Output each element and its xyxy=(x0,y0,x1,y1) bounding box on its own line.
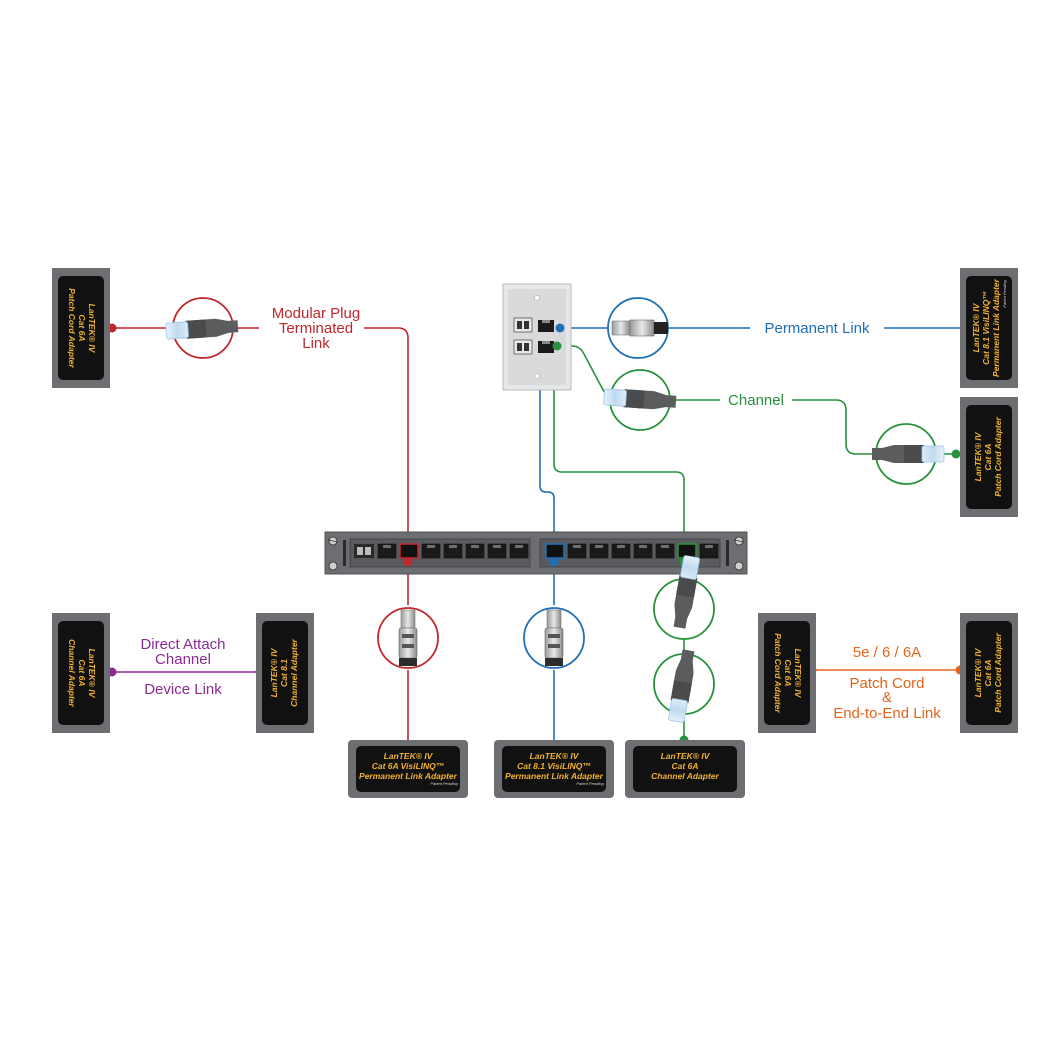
red-plug-circle-bottom xyxy=(377,607,439,669)
svg-text:LanTEK® IV: LanTEK® IV xyxy=(973,431,983,481)
adapter-right-top: LanTEK® IV Cat 8.1 VisiLINQ™ Permanent L… xyxy=(960,268,1018,388)
permanent-link-label: Permanent Link xyxy=(764,320,870,337)
direct-attach-label: Direct Attach Channel xyxy=(140,636,225,668)
patch-panel xyxy=(324,531,748,575)
wall-outlet xyxy=(502,283,572,391)
svg-text:LanTEK® IV: LanTEK® IV xyxy=(530,751,580,761)
svg-text:Permanent Link Adapter: Permanent Link Adapter xyxy=(991,278,1001,377)
svg-text:Cat 6A: Cat 6A xyxy=(783,660,793,687)
green-plug-circle-channel-left xyxy=(603,369,677,431)
svg-text:LanTEK® IV: LanTEK® IV xyxy=(973,647,983,697)
svg-text:LanTEK® IV: LanTEK® IV xyxy=(87,649,97,699)
modular-plug-label: Modular Plug Terminated Link xyxy=(272,305,360,352)
svg-text:Patent Pending: Patent Pending xyxy=(576,781,604,786)
adapter-bottom-2: LanTEK® IV Cat 8.1 VisiLINQ™ Permanent L… xyxy=(494,740,614,798)
svg-text:Patch Cord Adapter: Patch Cord Adapter xyxy=(773,633,783,713)
svg-text:Cat 6A: Cat 6A xyxy=(983,660,993,687)
blue-plug-circle-top xyxy=(607,297,669,359)
svg-text:Permanent Link Adapter: Permanent Link Adapter xyxy=(359,771,458,781)
adapter-bottom-3: LanTEK® IV Cat 6A Channel Adapter xyxy=(625,740,745,798)
adapter-bottom-1: LanTEK® IV Cat 6A VisiLINQ™ Permanent Li… xyxy=(348,740,468,798)
adapter-left-bottom-a: LanTEK® IV Cat 6A Channel Adapter xyxy=(52,613,110,733)
blue-plug-circle-bottom xyxy=(523,607,585,669)
green-outlet-dot xyxy=(552,341,562,351)
svg-text:Patch Cord Adapter: Patch Cord Adapter xyxy=(993,417,1003,497)
green-plug-circle-channel-right xyxy=(871,423,945,485)
svg-text:LanTEK® IV: LanTEK® IV xyxy=(661,751,711,761)
svg-text:Channel Adapter: Channel Adapter xyxy=(289,638,299,706)
green-plug-circle-bottom-upper xyxy=(653,554,715,640)
svg-text:Cat 6A: Cat 6A xyxy=(77,315,87,342)
svg-text:Cat 8.1 VisiLINQ™: Cat 8.1 VisiLINQ™ xyxy=(981,291,991,365)
svg-text:LanTEK® IV: LanTEK® IV xyxy=(971,302,981,352)
patch-cord-label: Patch Cord & End-to-End Link xyxy=(833,675,941,722)
svg-text:End-to-End Link: End-to-End Link xyxy=(833,705,941,722)
svg-text:Patch Cord Adapter: Patch Cord Adapter xyxy=(993,633,1003,713)
svg-text:Channel Adapter: Channel Adapter xyxy=(651,771,719,781)
svg-text:Channel: Channel xyxy=(155,651,211,668)
blue-outlet-dot xyxy=(555,323,565,333)
channel-label: Channel xyxy=(728,392,784,409)
adapter-right-mid: LanTEK® IV Cat 6A Patch Cord Adapter xyxy=(960,397,1018,517)
svg-text:Cat 6A: Cat 6A xyxy=(983,444,993,471)
svg-text:Patch Cord: Patch Cord xyxy=(849,675,924,692)
svg-text:Patent Pending: Patent Pending xyxy=(1002,280,1007,308)
svg-text:Patch Cord Adapter: Patch Cord Adapter xyxy=(67,288,77,368)
red-plug-circle xyxy=(165,297,239,359)
svg-text:LanTEK® IV: LanTEK® IV xyxy=(269,647,279,697)
svg-text:Permanent Link Adapter: Permanent Link Adapter xyxy=(505,771,604,781)
blue-panel-dot xyxy=(549,557,559,567)
adapter-left-top: LanTEK® IV Cat 6A Patch Cord Adapter xyxy=(52,268,110,388)
svg-text:Cat 6A: Cat 6A xyxy=(672,761,699,771)
svg-text:Terminated: Terminated xyxy=(279,320,353,337)
svg-text:Cat 8.1: Cat 8.1 xyxy=(279,659,289,687)
svg-text:Cat 6A: Cat 6A xyxy=(77,660,87,687)
svg-text:Channel Adapter: Channel Adapter xyxy=(67,639,77,707)
adapter-right-bottom-b: LanTEK® IV Cat 6A Patch Cord Adapter xyxy=(960,613,1018,733)
device-link-label: Device Link xyxy=(144,681,222,698)
svg-text:LanTEK® IV: LanTEK® IV xyxy=(87,304,97,354)
svg-text:LanTEK® IV: LanTEK® IV xyxy=(793,649,803,699)
svg-text:&: & xyxy=(882,689,892,706)
adapter-right-bottom-a: LanTEK® IV Cat 6A Patch Cord Adapter xyxy=(758,613,816,733)
patch-cord-categories-label: 5e / 6 / 6A xyxy=(853,644,921,661)
green-plug-circle-bottom-lower xyxy=(653,648,715,724)
svg-text:Modular Plug: Modular Plug xyxy=(272,305,360,322)
svg-text:Cat 8.1 VisiLINQ™: Cat 8.1 VisiLINQ™ xyxy=(517,761,591,771)
svg-text:Cat 6A VisiLINQ™: Cat 6A VisiLINQ™ xyxy=(372,761,445,771)
svg-text:Direct Attach: Direct Attach xyxy=(140,636,225,653)
svg-text:Patent Pending: Patent Pending xyxy=(430,781,458,786)
svg-text:Link: Link xyxy=(302,335,330,352)
red-panel-dot xyxy=(403,557,413,567)
adapter-left-bottom-b: LanTEK® IV Cat 8.1 Channel Adapter xyxy=(256,613,314,733)
green-endpoint-dot xyxy=(951,449,961,459)
svg-text:LanTEK® IV: LanTEK® IV xyxy=(384,751,434,761)
